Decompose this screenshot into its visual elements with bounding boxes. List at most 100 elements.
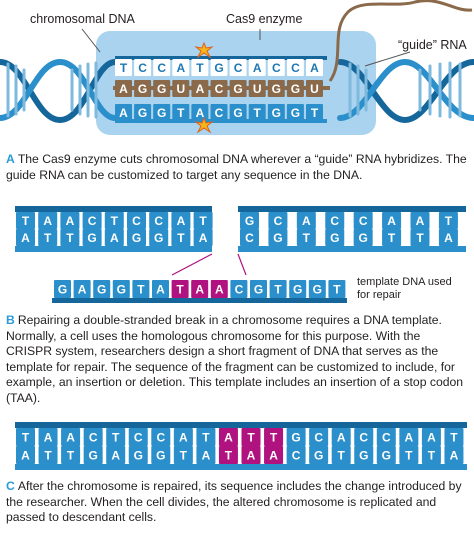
template-base: G — [308, 280, 326, 298]
dna-base: C — [82, 212, 102, 229]
dna-base: T — [438, 212, 458, 229]
dna-base-letter: A — [179, 431, 188, 445]
rna-base: A — [191, 80, 209, 97]
dna-base: C — [128, 428, 148, 446]
dna-base-letter: T — [22, 431, 30, 445]
dna-base-letter: A — [202, 449, 211, 463]
dna-base: C — [134, 59, 152, 76]
template-base: G — [93, 280, 111, 298]
dna-base: A — [248, 59, 266, 76]
inserted-base: T — [241, 428, 261, 446]
dna-base-letter: T — [22, 214, 30, 228]
dna-base: G — [128, 446, 148, 464]
dna-base: C — [127, 212, 146, 229]
dna-base-letter: T — [196, 61, 204, 75]
dna-base-letter: G — [88, 449, 97, 463]
template-base-letter: A — [78, 283, 87, 297]
inserted-base-letter: A — [269, 449, 278, 463]
dna-base: T — [296, 229, 316, 246]
inserted-base: T — [218, 446, 238, 464]
dna-base: A — [16, 446, 35, 464]
dna-base-letter: G — [87, 231, 96, 245]
dna-base-letter: A — [405, 431, 414, 445]
dna-base: T — [60, 229, 80, 246]
dna-base-letter: T — [388, 231, 396, 245]
dna-base: T — [331, 446, 351, 464]
dna-base: A — [173, 428, 193, 446]
dna-base-letter: G — [156, 449, 165, 463]
dna-base-letter: C — [132, 214, 141, 228]
dna-base-letter: A — [416, 214, 425, 228]
dna-base: T — [16, 428, 35, 446]
dna-base-letter: C — [382, 431, 391, 445]
inserted-stop-codon-base: T — [171, 280, 189, 298]
template-base-letter: G — [313, 283, 322, 297]
dna-base-letter: C — [88, 214, 97, 228]
template-base-letter: G — [254, 283, 263, 297]
dna-base: A — [171, 212, 191, 229]
dna-base-letter: T — [44, 449, 52, 463]
inserted-base: T — [264, 428, 284, 446]
dna-base-letter: C — [215, 106, 224, 120]
template-base-letter: C — [235, 283, 244, 297]
dna-base-letter: A — [450, 449, 459, 463]
dna-base-letter: A — [337, 431, 346, 445]
dna-base-letter: T — [450, 431, 458, 445]
dna-base-letter: C — [314, 431, 323, 445]
template-base: C — [230, 280, 248, 298]
dna-base: C — [286, 446, 306, 464]
dna-base-letter: A — [196, 106, 205, 120]
insert-guide-line-left — [171, 253, 213, 276]
inserted-stop-codon-base: A — [191, 280, 209, 298]
dna-base: A — [196, 446, 216, 464]
dna-base: T — [410, 229, 430, 246]
dna-base-letter: T — [303, 231, 311, 245]
dna-base: T — [444, 428, 464, 446]
dna-base: T — [306, 104, 323, 121]
dna-base: G — [286, 428, 306, 446]
cut-site-bottom-icon — [194, 116, 214, 134]
dna-base-letter: G — [154, 231, 163, 245]
dna-base-letter: A — [44, 431, 53, 445]
template-base-letter: G — [97, 283, 106, 297]
rna-base-letter: A — [196, 82, 205, 96]
inserted-base-letter: T — [247, 431, 255, 445]
rna-base-letter: C — [215, 82, 224, 96]
dna-base-letter: G — [157, 106, 166, 120]
dna-base-letter: T — [445, 214, 453, 228]
dna-base-letter: G — [138, 106, 147, 120]
dna-base: C — [153, 59, 171, 76]
template-base-letter: T — [137, 283, 145, 297]
rna-base-letter: G — [138, 82, 147, 96]
dna-base: C — [83, 428, 103, 446]
dna-base-letter: C — [272, 61, 281, 75]
dna-base-letter: G — [291, 431, 300, 445]
dna-base-letter: C — [359, 214, 368, 228]
template-base: T — [132, 280, 150, 298]
inserted-base-letter: T — [225, 449, 233, 463]
dna-base-letter: T — [199, 214, 207, 228]
template-base: T — [328, 280, 346, 298]
dna-base: G — [149, 229, 169, 246]
dna-base: G — [229, 104, 247, 121]
dna-base-letter: T — [111, 214, 119, 228]
rna-base-letter: G — [291, 82, 300, 96]
rna-base-letter: U — [310, 82, 319, 96]
dna-base-letter: T — [180, 449, 188, 463]
dna-base-letter: A — [310, 61, 319, 75]
dna-base: A — [106, 446, 126, 464]
dna-base: T — [193, 212, 213, 229]
dna-base-letter: G — [382, 449, 391, 463]
rna-base: A — [115, 80, 132, 97]
dna-base: T — [421, 446, 441, 464]
dna-base: T — [172, 104, 190, 121]
dna-base: A — [16, 229, 35, 246]
